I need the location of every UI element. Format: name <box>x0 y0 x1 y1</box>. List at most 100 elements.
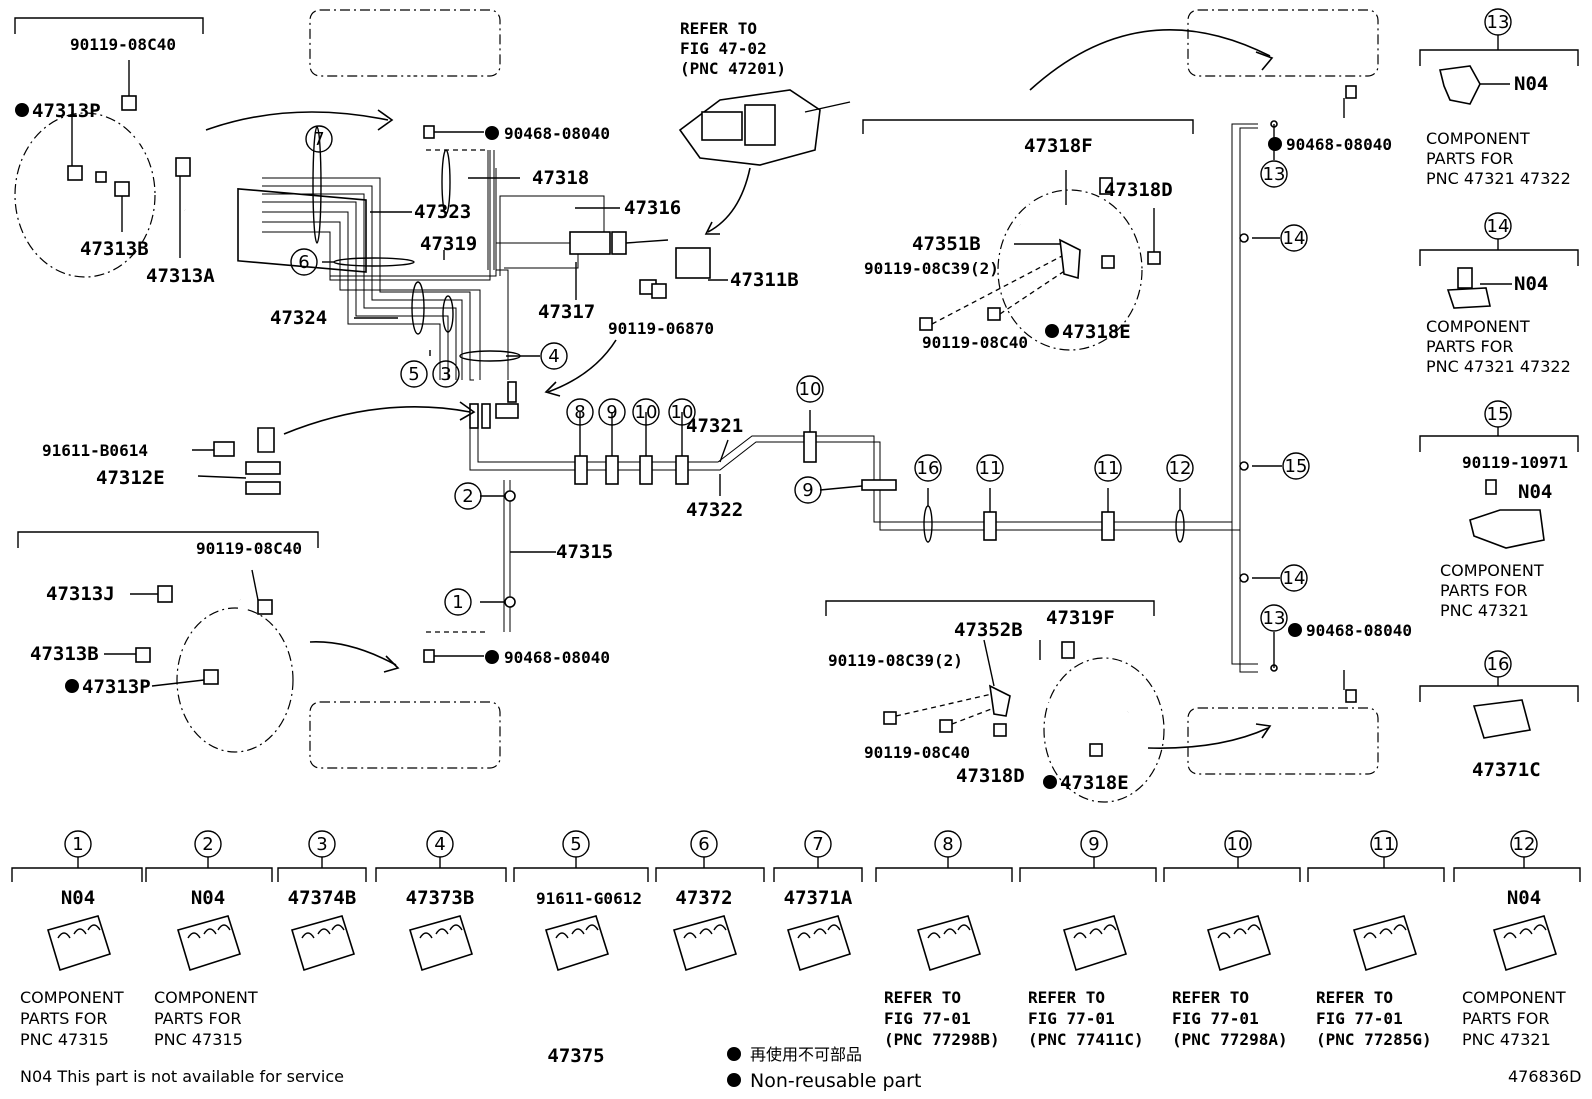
label-47313A: 47313A <box>146 265 215 287</box>
svg-text:8: 8 <box>942 834 953 855</box>
svg-text:15: 15 <box>1487 404 1510 425</box>
svg-text:COMPONENT: COMPONENT <box>1440 561 1544 580</box>
svg-text:7: 7 <box>812 834 823 855</box>
label-47318D-a: 47318D <box>1104 179 1173 201</box>
svg-text:COMPONENT: COMPONENT <box>1462 988 1566 1007</box>
label-90468-08040-c: 90468-08040 <box>1286 135 1392 154</box>
svg-text:N04: N04 <box>1507 887 1541 909</box>
svg-text:1: 1 <box>72 834 83 855</box>
svg-text:9: 9 <box>606 402 617 423</box>
front-right-wheel-area-box <box>1187 9 1379 77</box>
svg-text:13: 13 <box>1263 164 1286 185</box>
svg-text:FIG 77-01: FIG 77-01 <box>1172 1009 1259 1028</box>
side-panel-13: 13 N04 COMPONENT PARTS FOR PNC 47321 473… <box>1426 8 1571 188</box>
svg-text:REFER TO: REFER TO <box>1028 988 1105 1007</box>
ref-6: 6 <box>290 248 318 276</box>
front-hose-assembly-left <box>14 60 191 278</box>
svg-text:12: 12 <box>1169 458 1192 479</box>
svg-text:FIG 77-01: FIG 77-01 <box>884 1009 971 1028</box>
svg-text:10: 10 <box>635 402 658 423</box>
svg-text:11: 11 <box>1097 458 1120 479</box>
n04-note: N04 This part is not available for servi… <box>20 1067 344 1086</box>
ref-11b: 11 <box>1094 454 1122 482</box>
svg-text:(PNC 77298A): (PNC 77298A) <box>1172 1030 1288 1049</box>
ref-10a: 10 <box>632 398 660 426</box>
wheel-pipes-left <box>410 64 486 712</box>
ref-5: 5 <box>400 360 428 388</box>
side-panel-15: 15 90119-10971 N04 COMPONENT PARTS FOR P… <box>1440 400 1568 620</box>
svg-text:REFER TO: REFER TO <box>884 988 961 1007</box>
ref-10b: 10 <box>668 398 696 426</box>
svg-text:PNC 47321: PNC 47321 <box>1462 1030 1551 1049</box>
label-90119-08C40-c: 90119-08C40 <box>922 333 1028 352</box>
rear-left-wheel-area-box <box>309 701 501 769</box>
label-47315: 47315 <box>556 541 613 563</box>
ref-13b: 13 <box>1260 604 1288 632</box>
svg-text:14: 14 <box>1283 568 1306 589</box>
label-90119-08C39-a: 90119-08C39(2) <box>864 259 999 278</box>
leader-lines <box>322 98 1345 690</box>
label-90119-08C40-a: 90119-08C40 <box>70 35 176 54</box>
svg-text:9: 9 <box>802 480 813 501</box>
label-refer-master-2: FIG 47-02 <box>680 39 767 58</box>
label-90119-08C40-d: 90119-08C40 <box>864 743 970 762</box>
ref-10c: 10 <box>796 375 824 403</box>
svg-text:47375: 47375 <box>547 1045 604 1067</box>
svg-text:REFER TO: REFER TO <box>1172 988 1249 1007</box>
ref-11a: 11 <box>976 454 1004 482</box>
svg-text:PNC 47321: PNC 47321 <box>1440 601 1529 620</box>
label-47317: 47317 <box>538 301 595 323</box>
ref-4: 4 <box>540 342 568 370</box>
nonreusable-en: Non-reusable part <box>750 1070 921 1092</box>
svg-text:5: 5 <box>408 364 419 385</box>
misc-small-parts <box>192 283 667 495</box>
rear-right-wheel-area-box <box>1187 707 1379 775</box>
label-47318E-b: 47318E <box>1060 772 1129 794</box>
svg-text:COMPONENT: COMPONENT <box>20 988 124 1007</box>
svg-text:90119-10971: 90119-10971 <box>1462 453 1568 472</box>
label-47324: 47324 <box>270 307 327 329</box>
legend: N04 This part is not available for servi… <box>20 1045 1581 1092</box>
svg-text:PNC 47321 47322: PNC 47321 47322 <box>1426 357 1571 376</box>
svg-text:47373B: 47373B <box>406 887 475 909</box>
svg-text:16: 16 <box>917 458 940 479</box>
svg-text:91611-G0612: 91611-G0612 <box>536 889 642 908</box>
ref-14b: 14 <box>1280 564 1308 592</box>
label-47313J: 47313J <box>46 583 115 605</box>
svg-text:(PNC 77411C): (PNC 77411C) <box>1028 1030 1144 1049</box>
label-47323: 47323 <box>414 201 471 223</box>
svg-text:N04: N04 <box>191 887 225 909</box>
svg-text:PARTS FOR: PARTS FOR <box>1440 581 1527 600</box>
label-47313B-b: 47313B <box>30 643 99 665</box>
svg-text:COMPONENT: COMPONENT <box>154 988 258 1007</box>
label-90119-06870: 90119-06870 <box>608 319 714 338</box>
svg-text:N04: N04 <box>1514 73 1548 95</box>
svg-text:FIG 77-01: FIG 77-01 <box>1028 1009 1115 1028</box>
nonreusable-jp: 再使用不可部品 <box>750 1045 862 1064</box>
ref-1: 1 <box>444 588 472 616</box>
ref-12: 12 <box>1166 454 1194 482</box>
svg-text:4: 4 <box>548 346 559 367</box>
svg-text:47374B: 47374B <box>288 887 357 909</box>
callout-labels: 90119-08C40 47313P 47313B 47313A 90468-0… <box>15 19 1412 794</box>
rear-hose-assembly-left <box>104 569 294 753</box>
label-47352B: 47352B <box>954 619 1023 641</box>
svg-text:1: 1 <box>452 592 463 613</box>
svg-text:PNC 47315: PNC 47315 <box>20 1030 109 1049</box>
svg-text:FIG 77-01: FIG 77-01 <box>1316 1009 1403 1028</box>
label-refer-master-3: (PNC 47201) <box>680 59 786 78</box>
svg-text:13: 13 <box>1263 608 1286 629</box>
label-47321: 47321 <box>686 415 743 437</box>
label-47318F: 47318F <box>1024 135 1093 157</box>
ref-15: 15 <box>1282 452 1310 480</box>
svg-text:PNC 47315: PNC 47315 <box>154 1030 243 1049</box>
label-refer-master-1: REFER TO <box>680 19 757 38</box>
reference-circles: 7 6 5 3 4 2 1 8 9 10 10 10 9 16 11 11 12… <box>290 125 1310 632</box>
